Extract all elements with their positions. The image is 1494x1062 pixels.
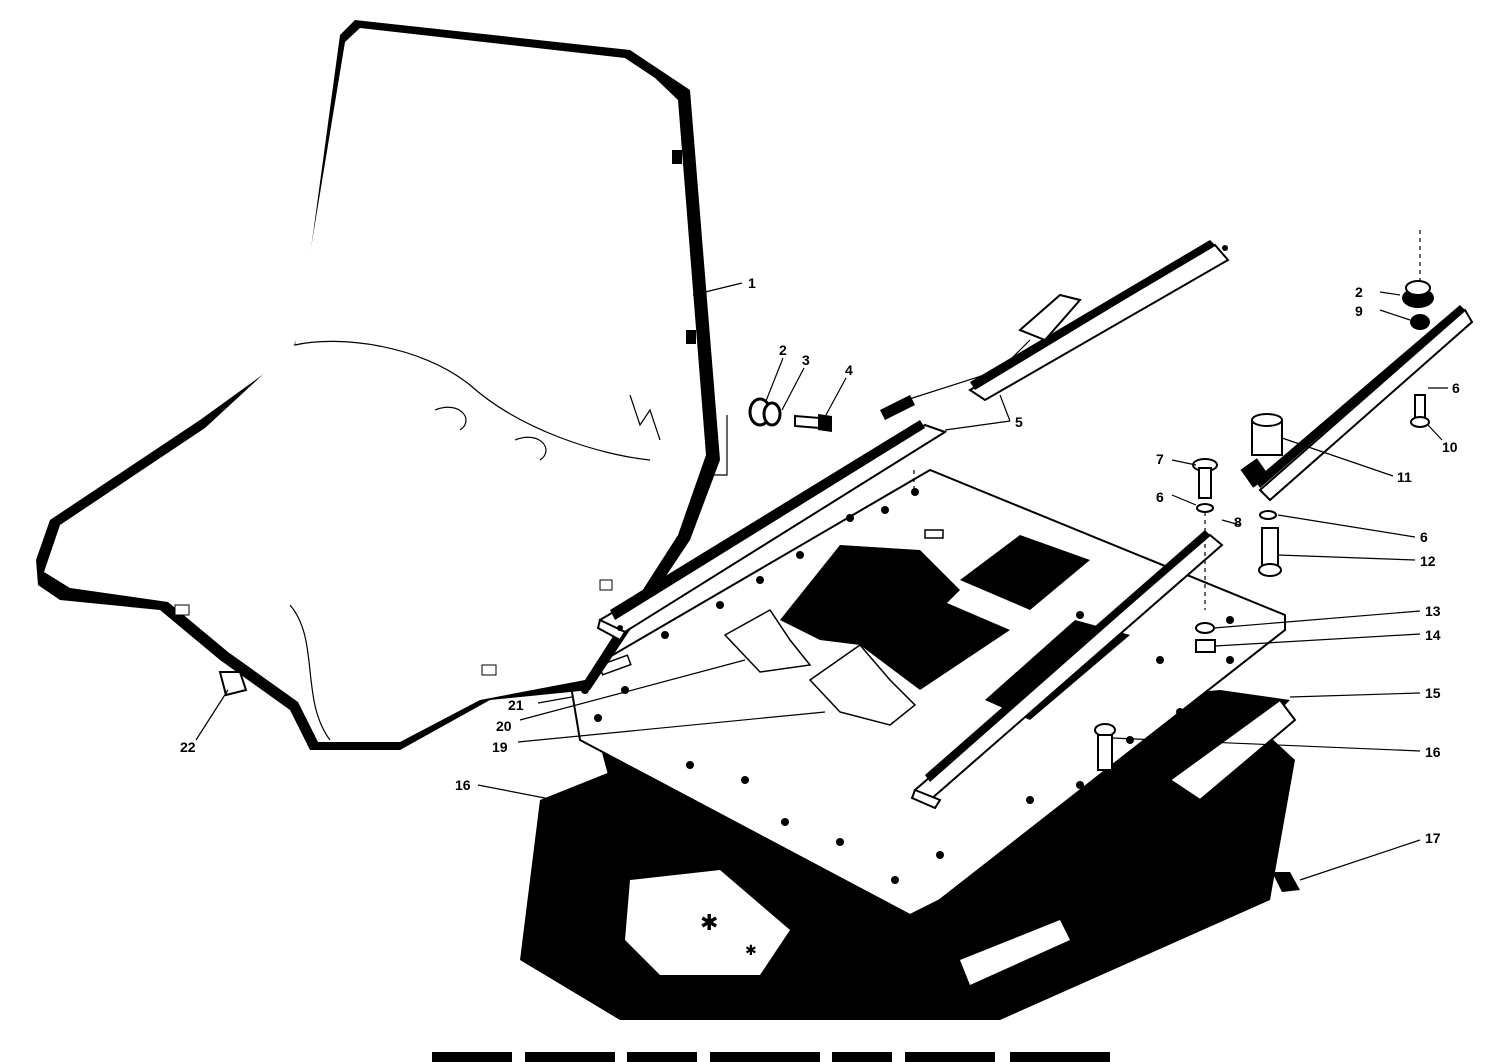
callout-16-left: 16 xyxy=(455,777,471,793)
callout-8: 8 xyxy=(1234,514,1242,530)
callout-2: 2 xyxy=(779,342,787,358)
seat-cushion xyxy=(36,20,720,750)
callout-9: 9 xyxy=(1355,303,1363,319)
callout-13: 13 xyxy=(1425,603,1441,619)
callout-20: 20 xyxy=(496,718,512,734)
hardware xyxy=(218,230,1434,892)
right-seat-slide xyxy=(910,530,1224,810)
callout-1: 1 xyxy=(748,275,756,291)
callout-15: 15 xyxy=(1425,685,1441,701)
svg-text:✱: ✱ xyxy=(700,911,718,936)
callout-14: 14 xyxy=(1425,627,1441,643)
callout-17: 17 xyxy=(1425,830,1441,846)
leader-lines xyxy=(195,282,1448,881)
callout-3: 3 xyxy=(802,352,810,368)
upper-seat-slide-with-lever xyxy=(880,240,1230,420)
callout-16-right: 16 xyxy=(1425,744,1441,760)
callout-7: 7 xyxy=(1156,451,1164,467)
figure-caption xyxy=(430,1050,1130,1062)
plate-holes xyxy=(581,488,1234,909)
callout-19: 19 xyxy=(492,739,508,755)
left-seat-slide xyxy=(596,420,948,642)
callout-22: 22 xyxy=(180,739,196,755)
callout-10: 10 xyxy=(1442,439,1458,455)
callout-6-middle: 6 xyxy=(1156,489,1164,505)
callout-12: 12 xyxy=(1420,553,1436,569)
callout-6-upper: 6 xyxy=(1452,380,1460,396)
callout-4: 4 xyxy=(845,362,853,378)
callout-5: 5 xyxy=(1015,414,1023,430)
callout-6-lower: 6 xyxy=(1420,529,1428,545)
callout-11: 11 xyxy=(1397,469,1412,485)
callout-labels: 1 2 3 4 5 2 9 6 10 11 7 6 8 6 12 13 14 1… xyxy=(180,275,1460,846)
callout-2-right: 2 xyxy=(1355,284,1363,300)
callout-21: 21 xyxy=(508,697,524,713)
upper-right-slide xyxy=(1240,305,1474,502)
svg-text:✱: ✱ xyxy=(745,943,757,959)
